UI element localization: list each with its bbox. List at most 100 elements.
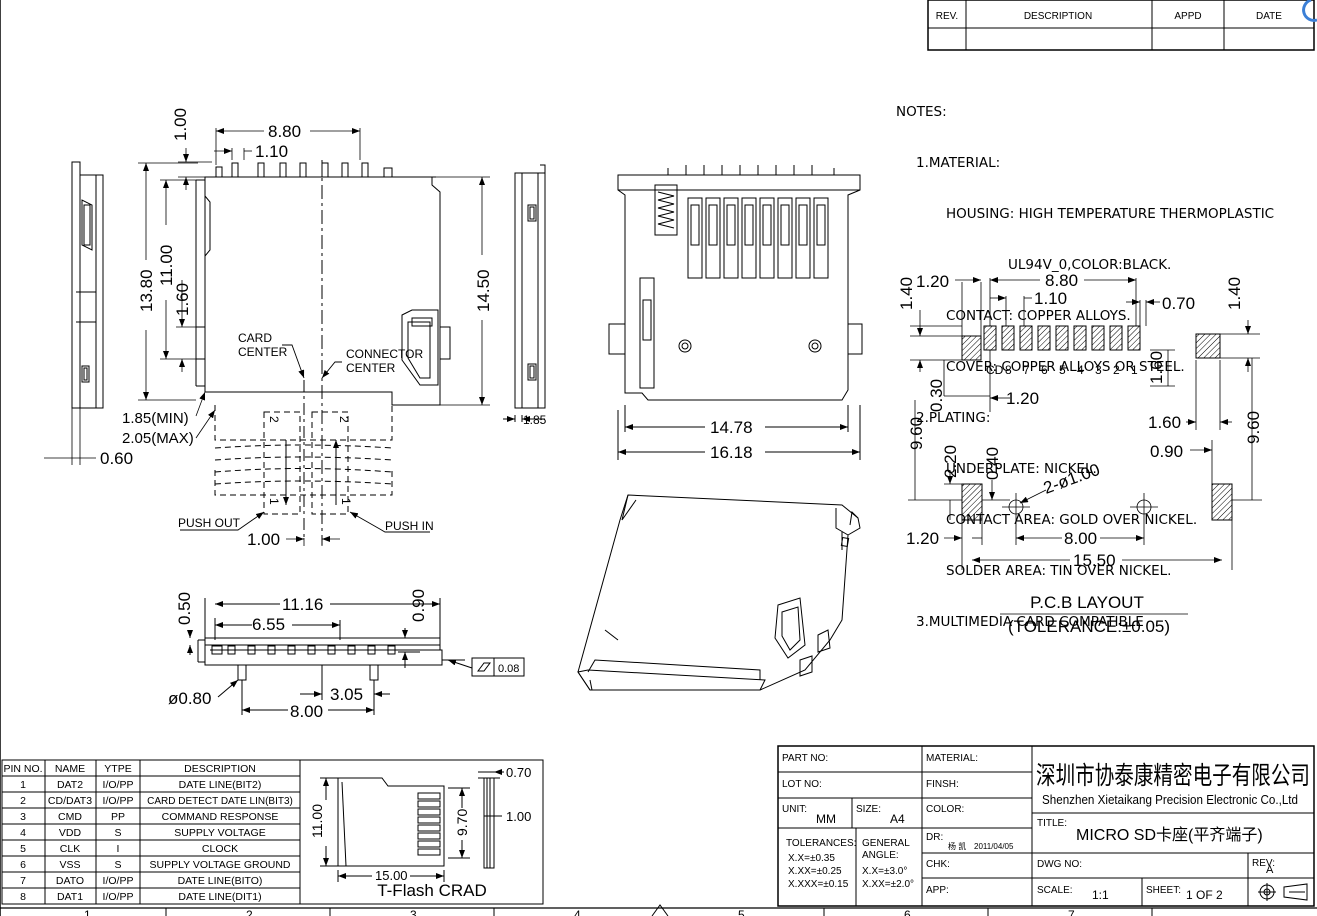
dim-1-10: 1.10 bbox=[255, 142, 288, 161]
pcb-dim-9-60-left: 9.60 bbox=[907, 417, 926, 450]
rev-label: REV: bbox=[1252, 858, 1275, 869]
card-dim-15-00: 15.00 bbox=[375, 868, 408, 883]
pin-4-type: S bbox=[114, 827, 121, 839]
angle-label: ANGLE: bbox=[862, 850, 899, 861]
pin-1-no: 1 bbox=[20, 779, 26, 791]
slot-2-right: 2 bbox=[337, 416, 351, 423]
note-multimedia: 3.MULTIMEDIA CARD COMPATIBLE bbox=[916, 614, 1144, 630]
angle-1: X.X=±3.0° bbox=[862, 866, 907, 877]
pin-8-type: I/O/PP bbox=[103, 891, 134, 903]
finish-label: FINSH: bbox=[926, 779, 959, 790]
drawn-date: 2011/04/05 bbox=[974, 842, 1014, 851]
pcb-dim-15-50: 15.50 bbox=[1073, 551, 1116, 570]
pin-5-name: CLK bbox=[60, 843, 80, 855]
pin-8-desc: DATE LINE(DIT1) bbox=[178, 891, 261, 903]
front-view-leaders bbox=[180, 344, 430, 533]
card-dim-11-00: 11.00 bbox=[309, 804, 325, 838]
dim-1-00-bottom: 1.00 bbox=[247, 530, 280, 549]
pin-table-text: PIN NO. NAME YTPE DESCRIPTION 1 DAT2 I/O… bbox=[3, 763, 292, 903]
dim-0-60: 0.60 bbox=[100, 449, 133, 468]
lot-no-label: LOT NO: bbox=[782, 779, 822, 790]
sheet-value: 1 OF 2 bbox=[1186, 888, 1223, 902]
pcb-dim-0-70: 0.70 bbox=[1162, 294, 1195, 313]
note-solder-area: SOLDER AREA: TIN OVER NICKEL. bbox=[946, 563, 1172, 579]
pin-header-no: PIN NO. bbox=[3, 763, 42, 775]
pcb-dim-0-90: 0.90 bbox=[1150, 442, 1183, 461]
tolerances-label: TOLERANCES: bbox=[786, 838, 856, 849]
drawing-title: MICRO SD卡座(平齐端子) bbox=[1076, 826, 1263, 844]
revision-block: REV. DESCRIPTION APPD DATE bbox=[927, 0, 1317, 51]
pad-label-7: 7 bbox=[1023, 363, 1030, 377]
scale-label: SCALE: bbox=[1037, 885, 1073, 896]
part-no-label: PART NO: bbox=[782, 753, 828, 764]
pcb-dim-1-20-bottom: 1.20 bbox=[906, 529, 939, 548]
date-header: DATE bbox=[1256, 11, 1282, 22]
pin-2-name: CD/DAT3 bbox=[48, 795, 92, 807]
rev-value: A bbox=[1266, 864, 1274, 876]
zone-ruler: 1 2 3 4 5 6 7 bbox=[84, 904, 1153, 916]
dim-3-05: 3.05 bbox=[330, 685, 363, 704]
dim-13-80: 13.80 bbox=[137, 269, 156, 312]
zone-5: 5 bbox=[738, 908, 745, 916]
unit-label: UNIT: bbox=[782, 804, 807, 815]
card-title: T-Flash CRAD bbox=[377, 881, 487, 900]
pad-label-1: 1 bbox=[1131, 363, 1138, 377]
pad-label-8: 8 bbox=[1005, 363, 1012, 377]
card-center-label-1: CARD bbox=[238, 331, 272, 345]
dim-max: 2.05(MAX) bbox=[122, 430, 194, 447]
pin-2-type: I/O/PP bbox=[103, 795, 134, 807]
zone-1: 1 bbox=[84, 908, 91, 916]
pin-1-desc: DATE LINE(BIT2) bbox=[179, 779, 262, 791]
pin-header-description: DESCRIPTION bbox=[184, 763, 256, 775]
pin-6-name: VSS bbox=[59, 859, 80, 871]
pcb-dim-8-80: 8.80 bbox=[1045, 271, 1078, 290]
pin-4-name: VDD bbox=[59, 827, 82, 839]
pin-2-desc: CARD DETECT DATE LIN(BIT3) bbox=[147, 796, 293, 807]
material-label: MATERIAL: bbox=[926, 753, 978, 764]
pin-5-no: 5 bbox=[20, 843, 26, 855]
note-material: 1.MATERIAL: bbox=[916, 155, 1001, 171]
pin-4-no: 4 bbox=[20, 827, 26, 839]
pin-7-no: 7 bbox=[20, 875, 26, 887]
dim-16-18: 16.18 bbox=[710, 443, 753, 462]
pad-label-6: 6 bbox=[1041, 363, 1048, 377]
pad-label-2: 2 bbox=[1113, 363, 1120, 377]
size-label: SIZE: bbox=[856, 804, 881, 815]
pcb-dim-1-60-horiz: 1.60 bbox=[1148, 413, 1181, 432]
pin-6-type: S bbox=[114, 859, 121, 871]
dim-8-00: 8.00 bbox=[290, 702, 323, 721]
notes-heading: NOTES: bbox=[896, 104, 947, 120]
company-name-en: Shenzhen Xietaikang Precision Electronic… bbox=[1042, 793, 1298, 807]
bottom-contacts bbox=[211, 645, 396, 655]
title-label: TITLE: bbox=[1037, 818, 1067, 829]
title-block-text: PART NO: LOT NO: UNIT: MM SIZE: A4 TOLER… bbox=[782, 753, 1310, 902]
tflash-card-view bbox=[299, 759, 544, 905]
unit-value: MM bbox=[816, 812, 836, 826]
slot-1-left: 1 bbox=[267, 498, 281, 505]
tflash-card-text: 11.00 9.70 15.00 0.70 1.00 T-Flash CRAD bbox=[309, 765, 531, 900]
pin-8-name: DAT1 bbox=[57, 891, 83, 903]
pin-5-type: I bbox=[117, 843, 120, 855]
drawer-name: 杨 凯 bbox=[948, 841, 966, 851]
dim-hole-0-80: ø0.80 bbox=[168, 689, 211, 708]
angle-2: X.XX=±2.0° bbox=[862, 879, 914, 890]
pin-3-no: 3 bbox=[20, 811, 26, 823]
general-label: GENERAL bbox=[862, 838, 910, 849]
dim-1-60: 1.60 bbox=[173, 283, 192, 316]
dim-14-50: 14.50 bbox=[474, 269, 493, 312]
note-cover: COVER: COPPER ALLOYS OR STEEL. bbox=[946, 359, 1185, 375]
pcb-dim-1-60-vert: 1.60 bbox=[1147, 351, 1166, 384]
pcb-layout-title: P.C.B LAYOUT bbox=[1030, 593, 1144, 612]
push-in-label: PUSH IN bbox=[385, 519, 434, 533]
scale-value: 1:1 bbox=[1092, 888, 1109, 902]
size-value: A4 bbox=[890, 812, 905, 826]
pcb-tolerance: (TOLERANCE:±0.05) bbox=[1008, 617, 1170, 636]
pin-7-type: I/O/PP bbox=[103, 875, 134, 887]
pad-label-cd: CD bbox=[986, 363, 1004, 377]
pcb-layout bbox=[908, 277, 1262, 615]
zone-3: 3 bbox=[410, 908, 417, 916]
front-view-dimensions bbox=[44, 128, 490, 546]
front-view-labels: 2 1 2 1 CARD CENTER CONNECTOR CENTER PUS… bbox=[178, 331, 434, 533]
pad-label-3: 3 bbox=[1095, 363, 1102, 377]
